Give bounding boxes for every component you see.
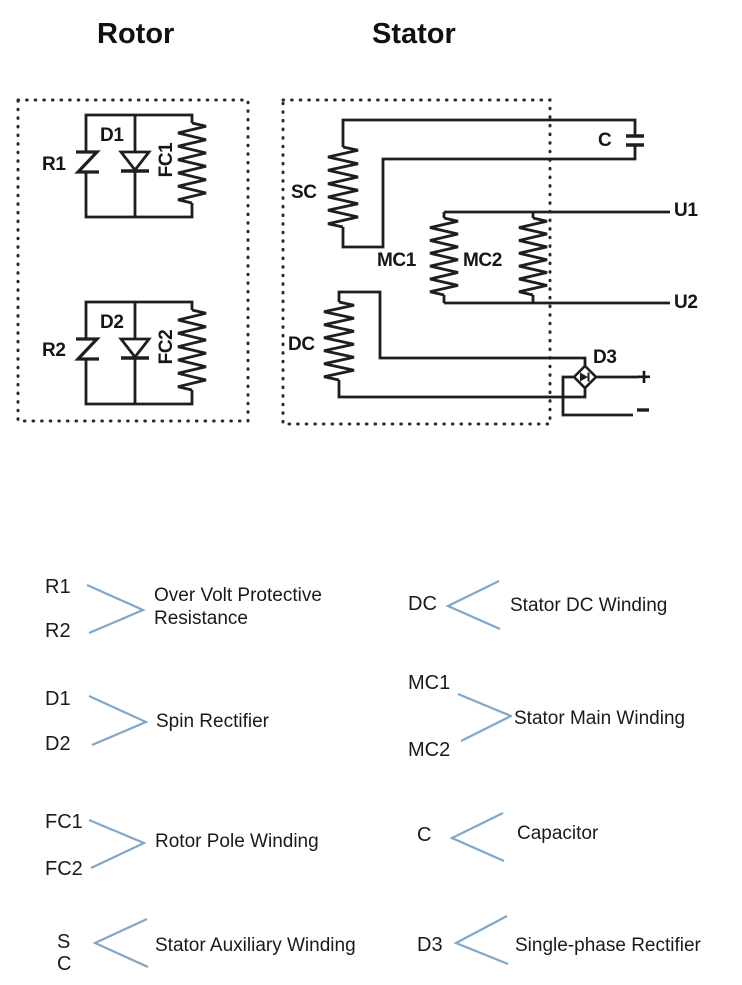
legend-label-s: S: [57, 931, 71, 953]
rotor-box-border: [16, 98, 250, 423]
rotor-circuit-1: D1 R1 FC1: [42, 113, 207, 219]
fc1-winding-symbol: [177, 121, 207, 205]
legend-label-d2: D2: [45, 733, 71, 755]
legend-text-over-volt: Over Volt Protective Resistance: [154, 585, 322, 629]
capacitor-symbol: [626, 134, 644, 147]
fc2-winding-symbol: [177, 308, 207, 392]
rotor-circuit-2: D2 R2 FC2: [42, 300, 207, 406]
legend-label-r2: R2: [45, 620, 71, 642]
legend-text-stator-dc-winding: Stator DC Winding: [510, 595, 668, 616]
sc-winding-symbol: [327, 145, 359, 229]
rotor2-wires: [84, 300, 194, 406]
stator-dc-rectifier-branch: DC D3 +: [288, 290, 651, 417]
stator-title: Stator: [372, 18, 456, 50]
legend-label-dc: DC: [408, 593, 437, 615]
legend-label-c: C: [57, 953, 72, 975]
mc2-winding-symbol: [518, 216, 548, 297]
legend-label-cap: C: [417, 824, 432, 846]
fc1-label: FC1: [156, 142, 177, 178]
d1-label: D1: [100, 125, 124, 146]
chevron-left-icon: [450, 812, 505, 863]
r2-label: R2: [42, 340, 66, 361]
d2-label: D2: [100, 312, 124, 333]
d3-inner-diode: [580, 372, 588, 382]
stator-sc-capacitor-branch: SC C: [291, 118, 644, 249]
stator-main-winding-branch: MC1 MC2 U1 U2: [377, 200, 699, 313]
legend-label-fc2: FC2: [45, 858, 83, 880]
d3-label: D3: [593, 347, 617, 368]
mc1-label: MC1: [377, 250, 417, 271]
u1-terminal-label: U1: [674, 200, 698, 221]
chevron-right-icon: [88, 818, 146, 869]
fc2-label: FC2: [156, 330, 177, 365]
sc-top-wire: [341, 118, 637, 147]
stator-box-border: [281, 98, 552, 426]
legend-label-d3: D3: [417, 934, 443, 956]
circuit-svg: Rotor Stator D1 R1 FC1 D2 R2 FC2: [16, 18, 699, 426]
mc-rails: [442, 210, 670, 305]
rotor-title: Rotor: [97, 18, 174, 50]
capacitor-label: C: [598, 130, 612, 151]
chevron-right-icon: [86, 583, 146, 635]
legend-label-fc1: FC1: [45, 811, 83, 833]
legend-text-spin-rectifier: Spin Rectifier: [156, 711, 269, 732]
legend-text-capacitor: Capacitor: [517, 823, 599, 844]
legend-text-single-phase-rectifier: Single-phase Rectifier: [515, 935, 701, 956]
rotor1-wires: [84, 113, 194, 219]
dc-wires: [337, 290, 587, 399]
d1-diode-symbol: [118, 150, 152, 173]
mc2-label: MC2: [463, 250, 502, 271]
r2-protective-resistance-symbol: [74, 337, 101, 361]
plus-terminal-sign: +: [637, 364, 651, 391]
legend-text-stator-main-winding: Stator Main Winding: [514, 708, 686, 729]
legend-label-mc1: MC1: [408, 672, 451, 694]
r1-label: R1: [42, 154, 66, 175]
chevron-right-icon: [88, 694, 148, 747]
chevron-right-icon: [457, 692, 512, 742]
d3-output-wires: [561, 375, 638, 417]
legend-text-stator-auxiliary-winding: Stator Auxiliary Winding: [155, 935, 356, 956]
legend-label-d1: D1: [45, 688, 71, 710]
chevron-left-icon: [453, 915, 509, 966]
d2-diode-symbol: [118, 337, 152, 360]
legend-label-r1: R1: [45, 576, 71, 598]
chevron-left-icon: [93, 918, 149, 969]
dc-winding-symbol: [323, 300, 355, 382]
sc-bottom-wire: [341, 145, 637, 249]
dc-label: DC: [288, 334, 315, 355]
r1-protective-resistance-symbol: [74, 150, 101, 174]
legend-label-mc2: MC2: [408, 739, 451, 761]
legend-text-rotor-pole-winding: Rotor Pole Winding: [155, 831, 319, 852]
mc1-winding-symbol: [429, 216, 459, 297]
sc-label: SC: [291, 182, 317, 203]
chevron-left-icon: [446, 580, 501, 631]
u2-terminal-label: U2: [674, 292, 698, 313]
